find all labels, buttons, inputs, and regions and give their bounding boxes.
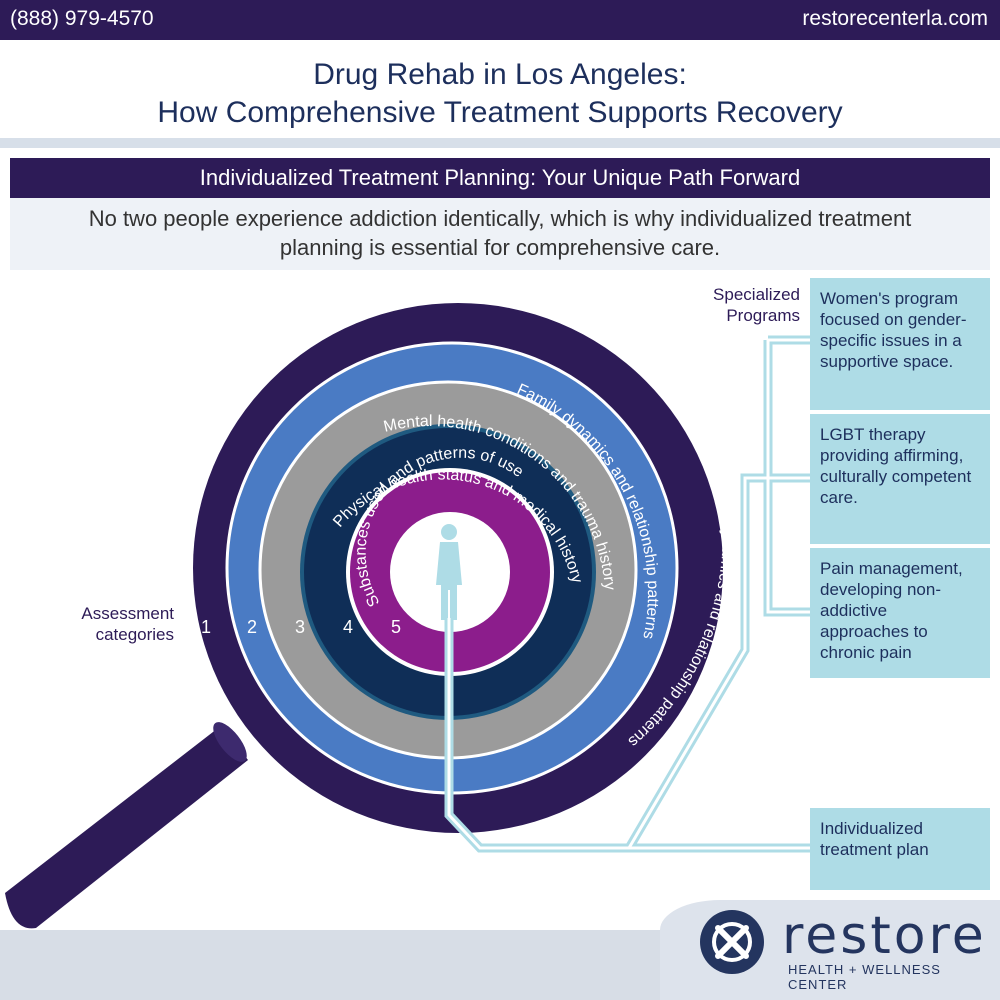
website-link[interactable]: restorecenterla.com [802,7,988,30]
page-title: Drug Rehab in Los Angeles: How Comprehen… [0,56,1000,132]
section-heading: Individualized Treatment Planning: Your … [10,158,990,198]
ring-number-1: 1 [201,617,211,637]
ring-number-3: 3 [295,617,305,637]
magnifier-collar [213,722,247,762]
ring-number-4: 4 [343,617,353,637]
top-bar: (888) 979-4570 restorecenterla.com [0,0,1000,40]
magnifier-handle [5,725,248,929]
title-line-2: How Comprehensive Treatment Supports Rec… [157,96,843,129]
program-box-pain: Pain management, developing non-addictiv… [810,548,990,678]
title-line-1: Drug Rehab in Los Angeles: [313,58,687,91]
ring-number-2: 2 [247,617,257,637]
connector-lines-inner [447,338,810,850]
program-box-lgbt: LGBT therapy providing affirming, cultur… [810,414,990,544]
logo-knot-icon [712,922,752,962]
specialized-programs-label: Specialized Programs [713,285,800,325]
ring-number-5: 5 [391,617,401,637]
program-box-women: Women's program focused on gender-specif… [810,278,990,410]
brand-tagline: HEALTH + WELLNESS CENTER [788,962,941,992]
intro-text: No two people experience addiction ident… [10,198,990,270]
person-icon [436,524,462,620]
intro-line-2: planning is essential for comprehensive … [279,235,721,260]
brand-name[interactable]: restore [782,906,987,966]
assessment-categories-label: Assessment categories [81,604,174,644]
phone-number[interactable]: (888) 979-4570 [10,7,154,30]
logo-icon[interactable] [700,910,764,974]
divider [0,138,1000,148]
treatment-plan-box: Individualized treatment plan [810,808,990,890]
magnifying-glass-icon [5,722,248,929]
intro-line-1: No two people experience addiction ident… [88,206,912,231]
